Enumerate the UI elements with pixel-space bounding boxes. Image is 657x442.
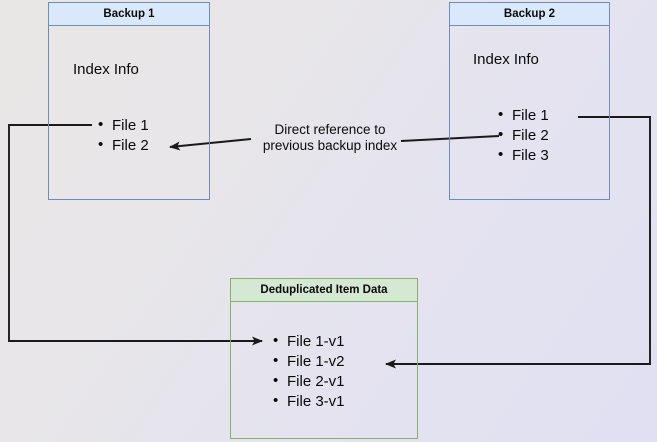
list-item: File 2	[98, 135, 149, 156]
list-item: File 3	[498, 145, 549, 166]
deduplicated-item-data-box[interactable]: Deduplicated Item Data	[230, 278, 418, 439]
backup2-box[interactable]: Backup 2	[449, 2, 610, 200]
backup2-header: Backup 2	[450, 3, 609, 26]
list-item: File 1	[98, 115, 149, 136]
list-item: File 1	[498, 105, 549, 126]
backup1-box[interactable]: Backup 1	[48, 2, 210, 200]
backup2-index-label: Index Info	[473, 51, 539, 68]
deduplicated-item-data-header: Deduplicated Item Data	[231, 279, 417, 302]
backup1-file-list: File 1 File 2	[98, 115, 149, 156]
list-item: File 2	[498, 125, 549, 146]
backup1-index-label: Index Info	[73, 61, 139, 78]
backup1-header: Backup 1	[49, 3, 209, 26]
backup2-file-list: File 1 File 2 File 3	[498, 105, 549, 166]
list-item: File 2-v1	[273, 371, 345, 392]
dedup-file-list: File 1-v1 File 1-v2 File 2-v1 File 3-v1	[273, 331, 345, 412]
list-item: File 1-v2	[273, 351, 345, 372]
list-item: File 3-v1	[273, 391, 345, 412]
list-item: File 1-v1	[273, 331, 345, 352]
direct-reference-note: Direct reference to previous backup inde…	[262, 122, 398, 153]
